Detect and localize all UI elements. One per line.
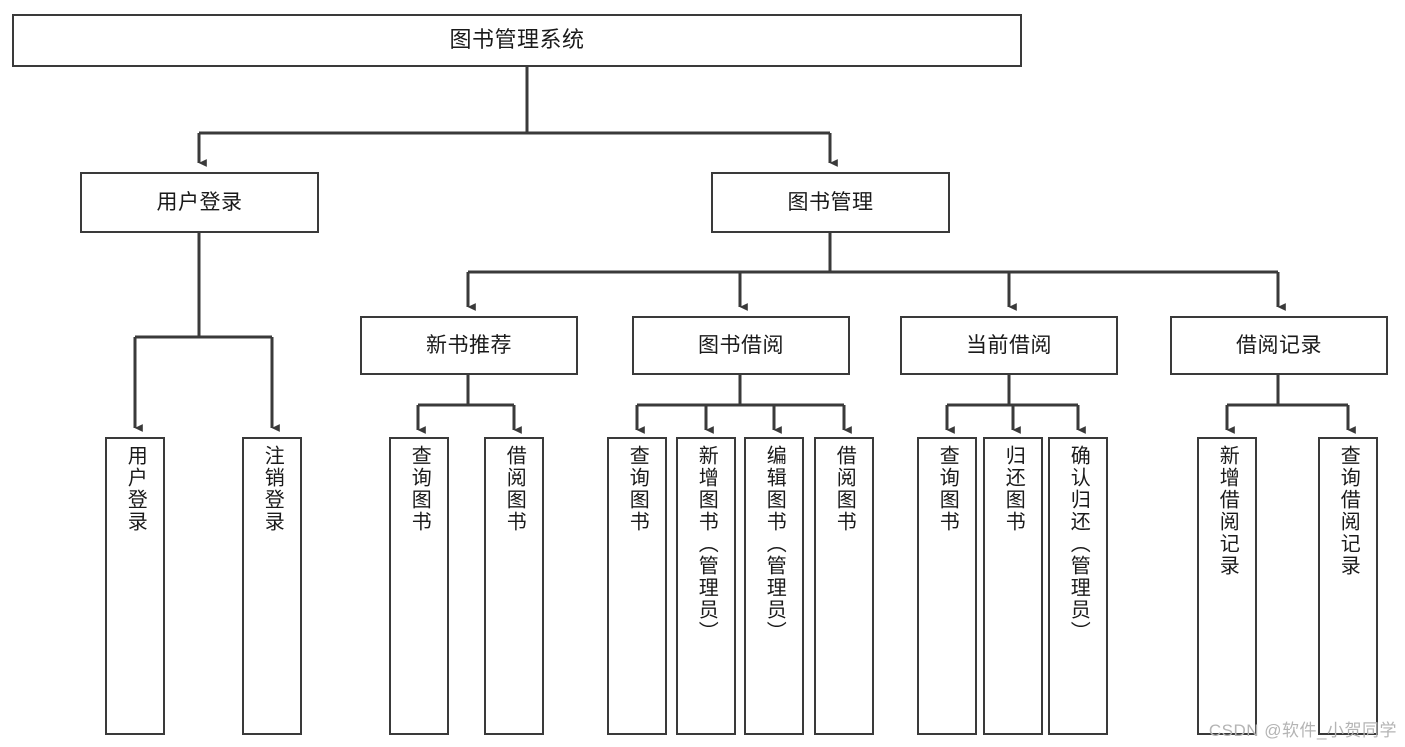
- node-label: 查询图书: [936, 445, 959, 533]
- node-leaf-add-borrow-record[interactable]: 新增借阅记录: [1197, 437, 1257, 735]
- node-label: 图书借阅: [698, 333, 784, 357]
- node-label: 用户登录: [156, 190, 243, 214]
- node-label: 查询图书: [626, 445, 649, 533]
- node-leaf-query-book-borrow[interactable]: 查询图书: [607, 437, 667, 735]
- node-leaf-add-book-admin[interactable]: 新增图书（管理员）: [676, 437, 736, 735]
- node-leaf-borrow-book-recommend[interactable]: 借阅图书: [484, 437, 544, 735]
- node-current-borrow[interactable]: 当前借阅: [900, 316, 1118, 375]
- node-label: 借阅记录: [1236, 333, 1322, 357]
- csdn-watermark: CSDN @软件_小贺同学: [1208, 721, 1397, 740]
- node-leaf-borrow-book[interactable]: 借阅图书: [814, 437, 874, 735]
- node-label: 注销登录: [261, 445, 284, 533]
- node-label: 编辑图书（管理员）: [763, 445, 786, 643]
- node-leaf-user-login[interactable]: 用户登录: [105, 437, 165, 735]
- node-label: 当前借阅: [966, 333, 1052, 357]
- node-label: 查询借阅记录: [1337, 445, 1360, 577]
- node-leaf-return-book[interactable]: 归还图书: [983, 437, 1043, 735]
- node-leaf-query-borrow-record[interactable]: 查询借阅记录: [1318, 437, 1378, 735]
- node-label: 借阅图书: [503, 445, 526, 533]
- node-leaf-query-book-current[interactable]: 查询图书: [917, 437, 977, 735]
- node-label: 新书推荐: [426, 333, 512, 357]
- node-leaf-query-book-recommend[interactable]: 查询图书: [389, 437, 449, 735]
- node-label: 图书管理系统: [449, 27, 585, 53]
- node-leaf-confirm-return-admin[interactable]: 确认归还（管理员）: [1048, 437, 1108, 735]
- node-label: 用户登录: [124, 445, 147, 533]
- node-root-book-management-system[interactable]: 图书管理系统: [12, 14, 1022, 67]
- node-new-book-recommend[interactable]: 新书推荐: [360, 316, 578, 375]
- node-book-borrow[interactable]: 图书借阅: [632, 316, 850, 375]
- node-book-management[interactable]: 图书管理: [711, 172, 950, 233]
- node-user-login[interactable]: 用户登录: [80, 172, 319, 233]
- node-borrow-record[interactable]: 借阅记录: [1170, 316, 1388, 375]
- node-label: 借阅图书: [833, 445, 856, 533]
- node-leaf-edit-book-admin[interactable]: 编辑图书（管理员）: [744, 437, 804, 735]
- node-label: 新增图书（管理员）: [695, 445, 718, 643]
- node-label: 查询图书: [408, 445, 431, 533]
- node-label: 归还图书: [1002, 445, 1025, 533]
- node-label: 图书管理: [787, 190, 874, 214]
- node-label: 新增借阅记录: [1216, 445, 1239, 577]
- node-leaf-logout-login[interactable]: 注销登录: [242, 437, 302, 735]
- node-label: 确认归还（管理员）: [1067, 445, 1090, 643]
